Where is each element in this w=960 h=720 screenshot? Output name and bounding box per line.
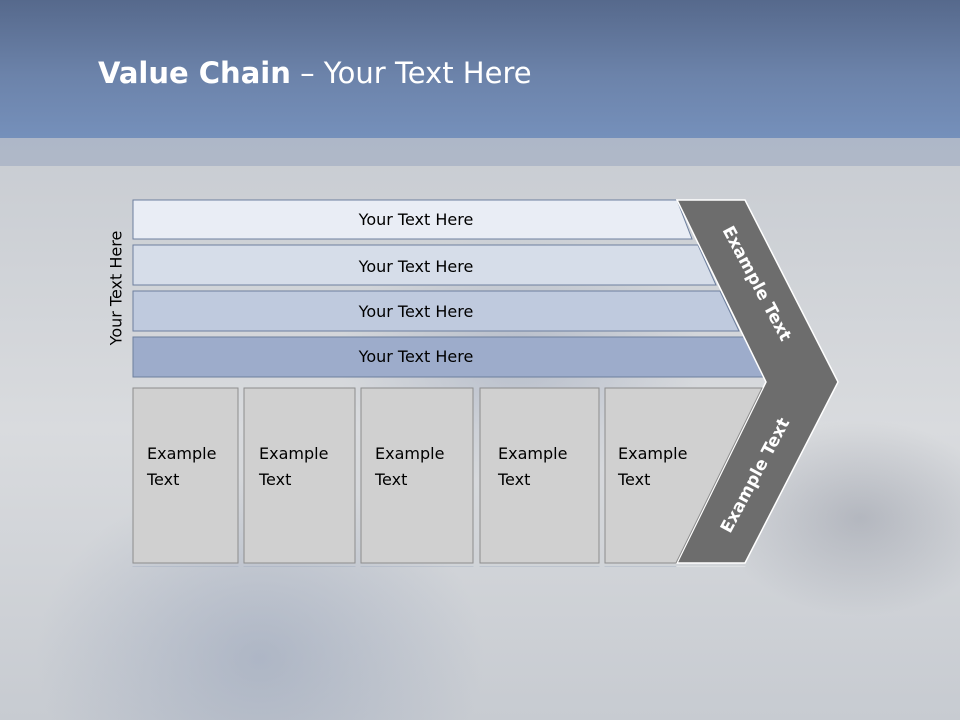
column-2-line1: Example xyxy=(259,444,328,463)
svg-text:Example: Example xyxy=(375,667,444,686)
row-3-label: Your Text Here xyxy=(358,302,474,321)
column-4: Example Text xyxy=(479,387,600,564)
column-5-line2: Text xyxy=(617,470,650,489)
chevron-arrow xyxy=(675,199,839,564)
slide-title: Value Chain – Your Text Here xyxy=(98,56,532,90)
column-1-line2: Text xyxy=(146,470,179,489)
row-4: Your Text Here xyxy=(132,336,764,378)
svg-text:Text: Text xyxy=(146,641,179,660)
column-1-box xyxy=(132,387,239,564)
svg-text:Example: Example xyxy=(147,667,216,686)
column-5: Example Text xyxy=(604,387,763,564)
column-2: Example Text xyxy=(243,387,356,564)
column-3: Example Text xyxy=(360,387,474,564)
diagram-reflection: Example Text Example Text Example Text E… xyxy=(132,566,825,720)
row-3: Your Text Here xyxy=(132,290,740,332)
column-4-box xyxy=(479,387,600,564)
column-3-line1: Example xyxy=(375,444,444,463)
svg-text:Example: Example xyxy=(259,667,328,686)
row-3-shape xyxy=(132,290,740,332)
svg-text:Example: Example xyxy=(498,667,567,686)
title-bar xyxy=(0,0,960,138)
title-rest: – Your Text Here xyxy=(290,56,532,90)
header-subband xyxy=(0,138,960,166)
row-4-label: Your Text Here xyxy=(358,347,474,366)
row-1-shape xyxy=(132,199,693,240)
column-1-line1: Example xyxy=(147,444,216,463)
row-1: Your Text Here xyxy=(132,199,693,240)
svg-text:Text: Text xyxy=(497,641,530,660)
title-bold: Value Chain xyxy=(98,56,291,90)
svg-text:Text: Text xyxy=(617,641,650,660)
column-4-line2: Text xyxy=(497,470,530,489)
svg-text:Text: Text xyxy=(258,641,291,660)
column-2-box xyxy=(243,387,356,564)
column-3-line2: Text xyxy=(374,470,407,489)
row-2-label: Your Text Here xyxy=(358,257,474,276)
column-5-box xyxy=(604,387,763,564)
column-5-line1: Example xyxy=(618,444,687,463)
row-2-shape xyxy=(132,244,717,286)
column-3-box xyxy=(360,387,474,564)
svg-text:Example: Example xyxy=(618,667,687,686)
column-4-line1: Example xyxy=(498,444,567,463)
row-2: Your Text Here xyxy=(132,244,717,286)
row-1-label: Your Text Here xyxy=(358,210,474,229)
column-1: Example Text xyxy=(132,387,239,564)
column-2-line2: Text xyxy=(258,470,291,489)
svg-text:Text: Text xyxy=(374,641,407,660)
